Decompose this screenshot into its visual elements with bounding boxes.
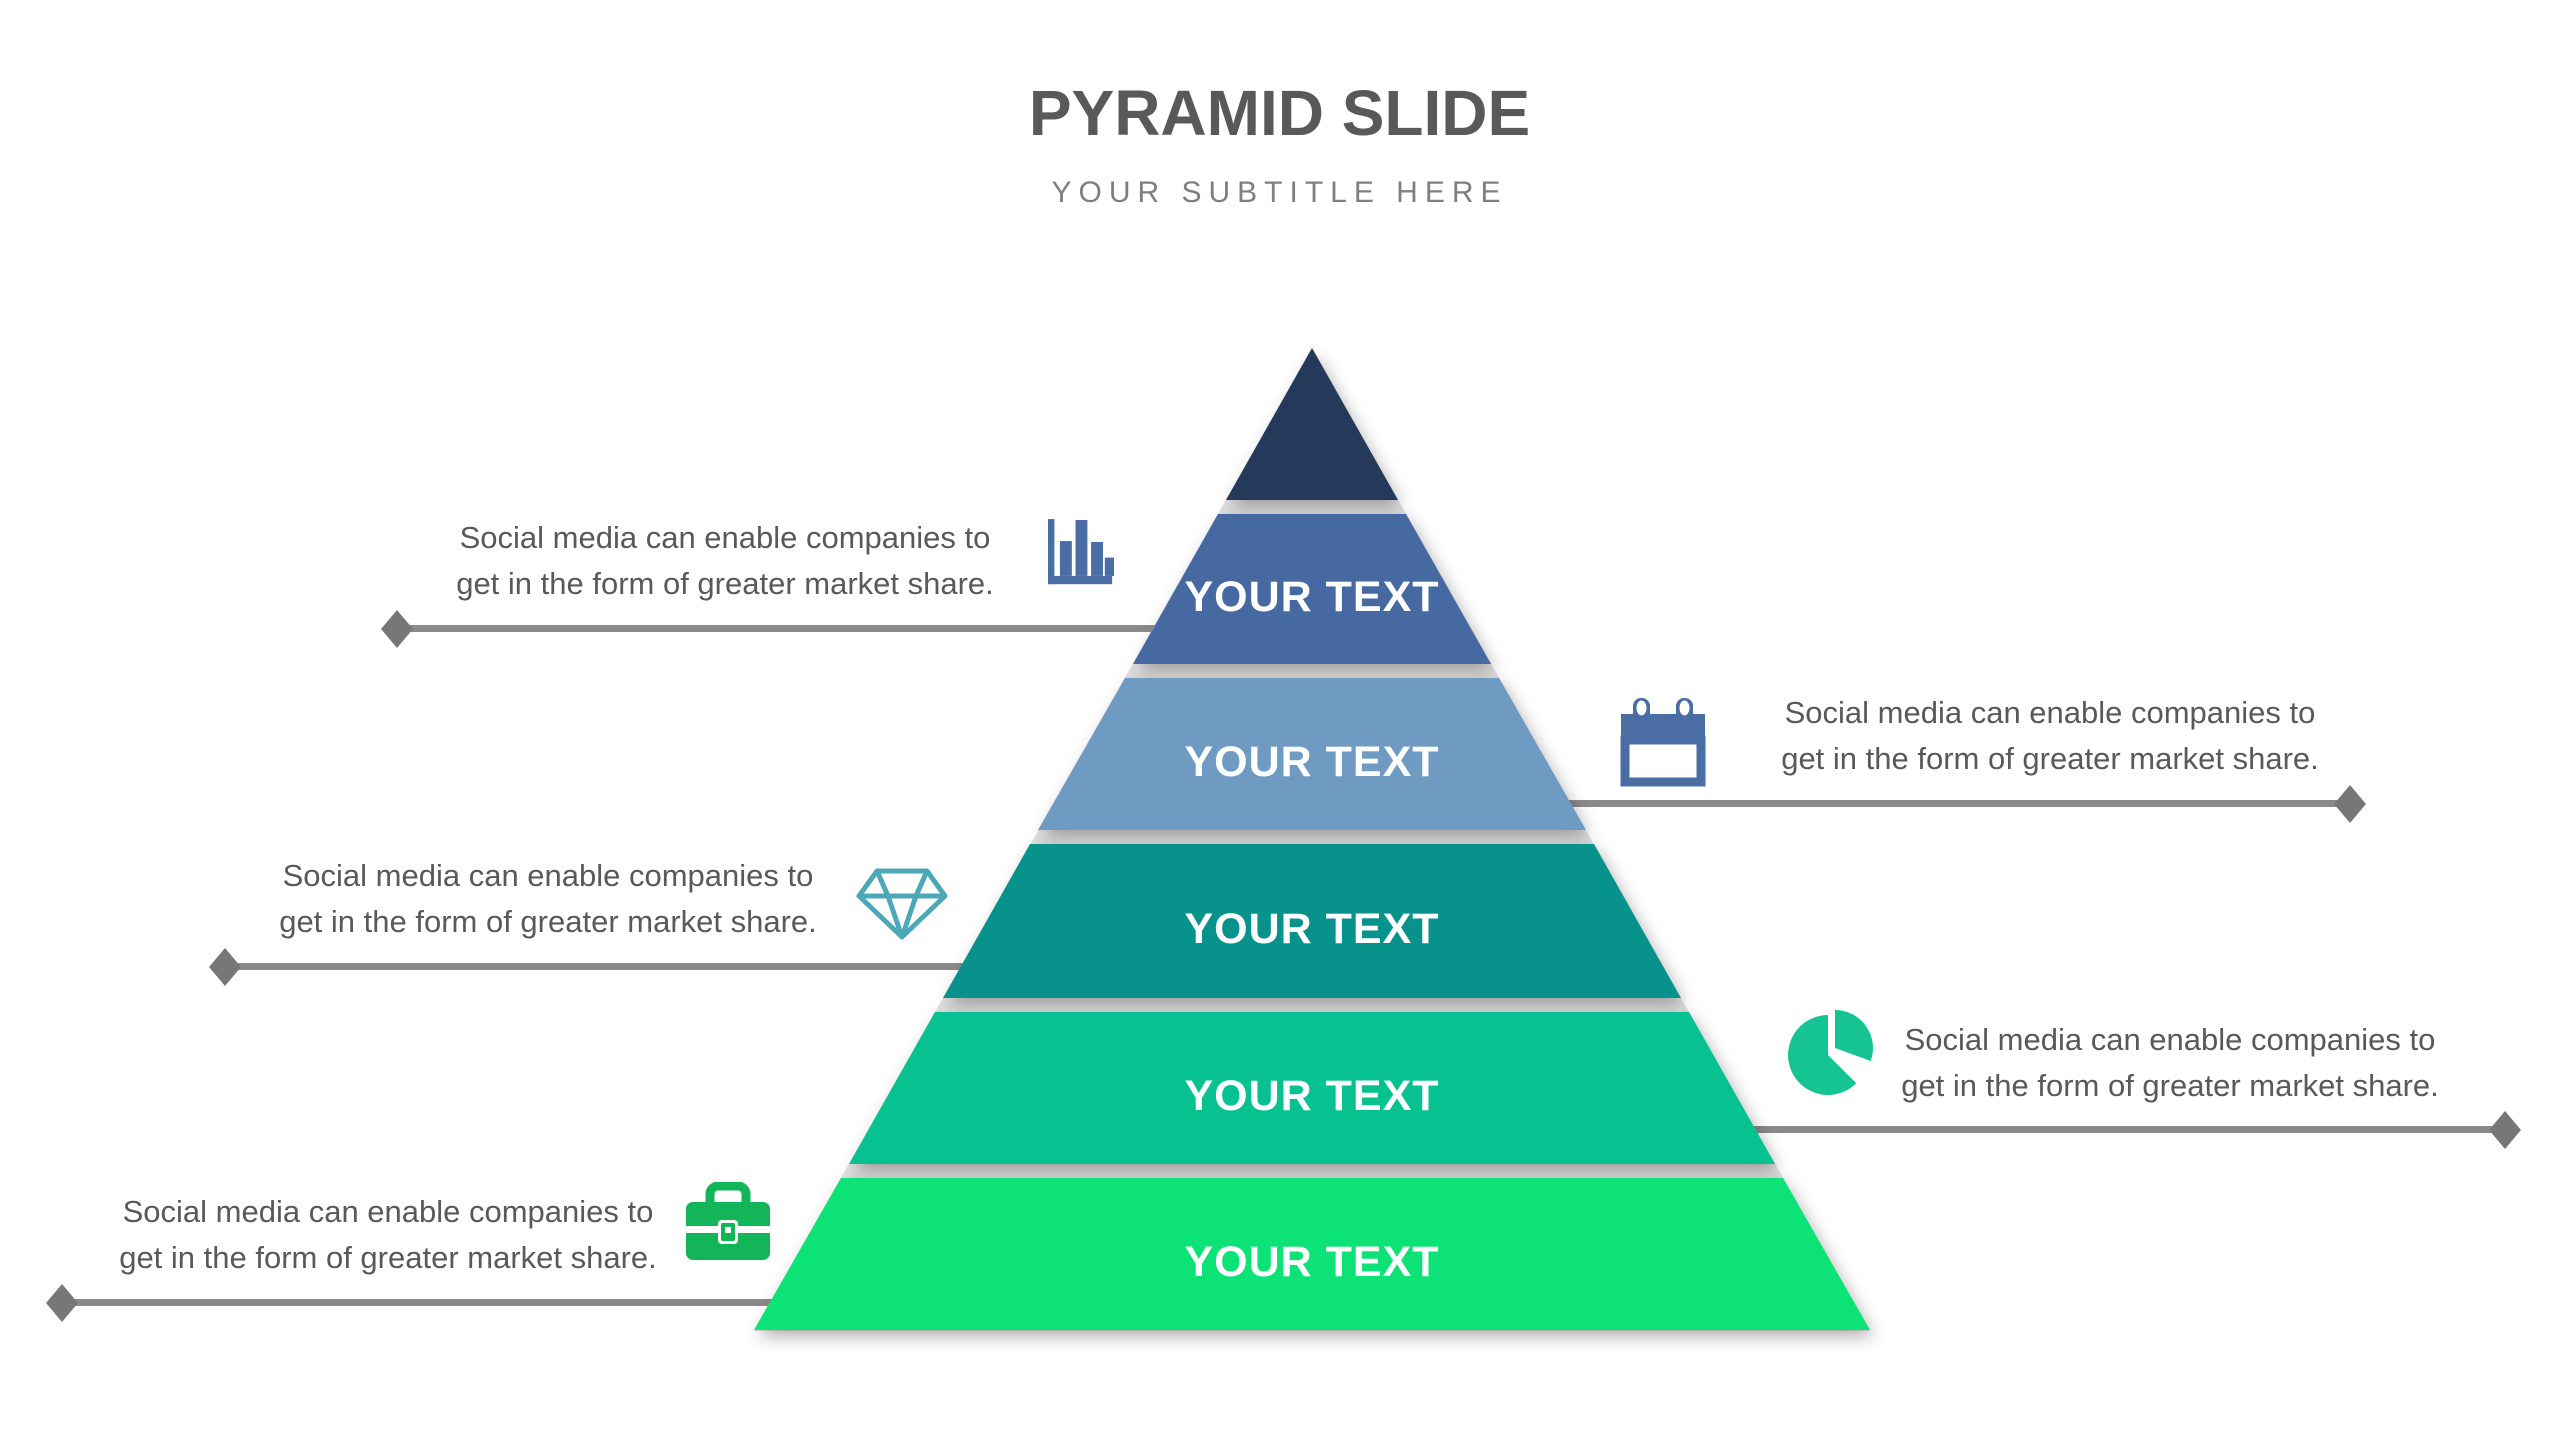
callout-text: Social media can enable companies to get… — [58, 1189, 718, 1281]
callout-text-line1: Social media can enable companies to — [1784, 695, 2316, 730]
page-subtitle: YOUR SUBTITLE HERE — [1051, 176, 1508, 209]
connector-line — [225, 963, 1150, 970]
bar-chart-icon — [1048, 517, 1114, 589]
diamond-gem-icon — [856, 866, 948, 942]
callout-text: Social media can enable companies to get… — [1720, 690, 2380, 782]
pyramid-level-label: YOUR TEXT — [1184, 1071, 1440, 1120]
connector-line — [62, 1299, 1002, 1306]
connector-line — [1700, 1126, 2505, 1133]
connector-diamond-endpoint — [2334, 785, 2366, 823]
connector-diamond-endpoint — [2489, 1111, 2521, 1149]
callout-text-line1: Social media can enable companies to — [122, 1194, 654, 1229]
calendar-icon — [1613, 692, 1713, 792]
connector-diamond-endpoint — [381, 610, 413, 648]
pyramid-level-2: YOUR TEXT — [744, 514, 1880, 664]
callout-text: Social media can enable companies to get… — [218, 853, 878, 945]
callout-text-line2: get in the form of greater market share. — [1781, 741, 2319, 776]
connector-diamond-endpoint — [209, 948, 241, 986]
callout-text: Social media can enable companies to get… — [1860, 1017, 2480, 1109]
callout-text-line1: Social media can enable companies to — [282, 858, 814, 893]
page-title: PYRAMID SLIDE — [1028, 77, 1531, 149]
pyramid-level-1 — [744, 348, 1880, 500]
callout-text-line2: get in the form of greater market share. — [456, 566, 994, 601]
callout-text-line2: get in the form of greater market share. — [119, 1240, 657, 1275]
callout-text-line2: get in the form of greater market share. — [1901, 1068, 2439, 1103]
connector-diamond-endpoint — [46, 1284, 78, 1322]
callout-text: Social media can enable companies to get… — [395, 515, 1055, 607]
pyramid-level-label: YOUR TEXT — [1184, 572, 1440, 621]
pyramid-level-6: YOUR TEXT — [744, 1178, 1880, 1330]
pyramid-level-label: YOUR TEXT — [1184, 737, 1440, 786]
briefcase-icon — [684, 1181, 772, 1264]
connector-line — [397, 625, 1282, 632]
callout-text-line1: Social media can enable companies to — [459, 520, 991, 555]
pyramid-level-label: YOUR TEXT — [1184, 1237, 1440, 1286]
pyramid-level-4: YOUR TEXT — [744, 844, 1880, 998]
pyramid-level-label: YOUR TEXT — [1184, 904, 1440, 953]
pie-chart-icon — [1786, 1004, 1881, 1099]
callout-text-line2: get in the form of greater market share. — [279, 904, 817, 939]
connector-line — [1500, 800, 2350, 807]
callout-text-line1: Social media can enable companies to — [1904, 1022, 2436, 1057]
pyramid-level-5: YOUR TEXT — [744, 1012, 1880, 1164]
pyramid-level-3: YOUR TEXT — [744, 678, 1880, 830]
